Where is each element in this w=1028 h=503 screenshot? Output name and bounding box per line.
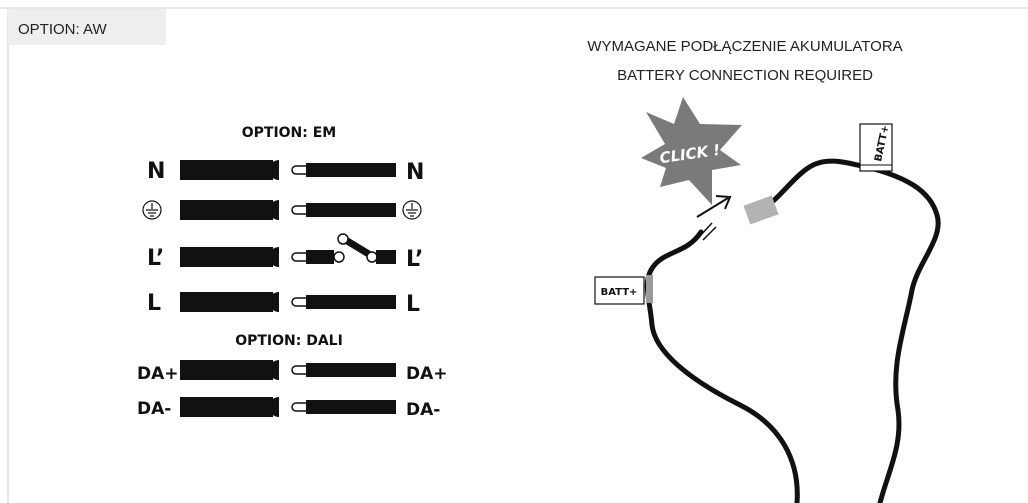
option-tab-label: OPTION: AW [18,21,107,38]
em-row-n: N N [147,159,424,185]
batt-label-right: BATT+ [859,123,893,172]
dali-row-da-plus-left-connector [180,360,273,380]
dali-row-da-plus-left-cup [269,360,279,380]
battery-cable-left [644,229,800,503]
batt-label-left-box [594,276,645,305]
dali-row-da-minus-pin [291,402,306,412]
click-burst: CLICK ! [641,97,742,205]
em-row-l-pin [291,297,306,307]
battery-caption-pl: WYMAGANE PODŁĄCZENIE AKUMULATORA [587,38,902,55]
em-row-l: L L [147,291,420,317]
dali-row-da-minus-left-label: DA- [137,399,171,419]
em-row-l-prime-right-connector [376,250,396,264]
em-row-l-prime-right-label: L’ [406,247,423,272]
em-row-ground [142,200,422,220]
em-row-l-prime-short-connector [306,250,334,264]
batt-label-right-box [859,123,893,172]
battery-cable-right [757,158,941,503]
em-header: OPTION: EM [242,125,337,141]
em-row-n-left-cup [269,160,279,180]
em-row-n-pin [291,165,306,175]
connect-arrow-icon [696,195,732,218]
em-row-l-prime-pin [291,252,306,262]
em-row-l-left-cup [269,292,279,312]
option-tab-bg [8,9,166,45]
dali-row-da-plus-pin [291,365,306,375]
em-row-l-right-label: L [406,292,420,317]
em-row-ground-right-connector [306,203,396,217]
dali-row-da-minus-left-cup [269,397,279,417]
em-row-ground-left-connector [180,200,273,220]
dali-row-da-minus-left-connector [180,397,273,417]
dali-row-da-minus-right-connector [306,400,396,414]
em-row-l-prime: L’ L’ [147,233,423,272]
em-row-l-prime-left-connector [180,247,273,267]
em-row-l-prime-terminal-a [333,251,345,263]
dali-row-da-minus-right-label: DA- [406,400,440,420]
em-row-l-right-connector [306,295,396,309]
em-row-l-left-connector [180,292,273,312]
em-row-ground-left-cup [269,200,279,220]
click-burst-shape [641,97,742,205]
em-row-l-left-label: L [147,291,161,316]
em-row-n-right-connector [306,163,396,177]
battery-caption-en: BATTERY CONNECTION REQUIRED [617,67,873,84]
earth-ground-icon [142,200,162,220]
batt-label-left: BATT+ [594,276,645,305]
batt-label-left-text: BATT+ [601,287,638,298]
switch-icon [337,233,378,263]
em-row-n-right-label: N [406,160,424,185]
dali-row-da-plus-left-label: DA+ [137,364,179,384]
earth-ground-icon [402,200,422,220]
em-row-ground-pin [291,205,306,215]
dali-row-da-plus-right-connector [306,363,396,377]
dali-row-da-plus-right-label: DA+ [406,364,448,384]
left-cable-sleeve [646,275,653,303]
em-row-l-prime-left-cup [269,247,279,267]
em-row-n-left-label: N [147,159,165,184]
em-row-n-left-connector [180,160,273,180]
battery-plug [743,195,779,225]
em-row-l-prime-left-label: L’ [147,246,164,271]
cable-tip-wire-b [702,226,717,241]
cable-tip-wire-a [698,222,713,238]
dali-header: OPTION: DALI [235,333,343,349]
dali-row-da-plus: DA+ DA+ [137,360,448,384]
dali-row-da-minus: DA- DA- [137,397,440,420]
